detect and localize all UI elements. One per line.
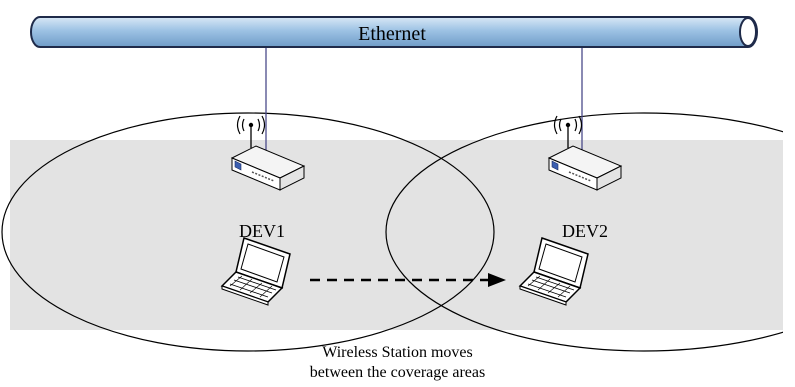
caption-line-2: between the coverage areas (309, 364, 486, 381)
coverage-area-dev2 (385, 112, 795, 352)
caption: Wireless Station moves between the cover… (0, 343, 795, 383)
ethernet-label: Ethernet (358, 23, 426, 45)
caption-line-1: Wireless Station moves (322, 344, 473, 361)
dev1-label: DEV1 (239, 221, 285, 241)
ethernet-bus: Ethernet (30, 16, 758, 48)
coverage-area-background (10, 140, 783, 330)
dev2-label: DEV2 (562, 221, 608, 241)
dashed-arrow (310, 273, 506, 287)
coverage-area-dev1 (1, 112, 495, 352)
